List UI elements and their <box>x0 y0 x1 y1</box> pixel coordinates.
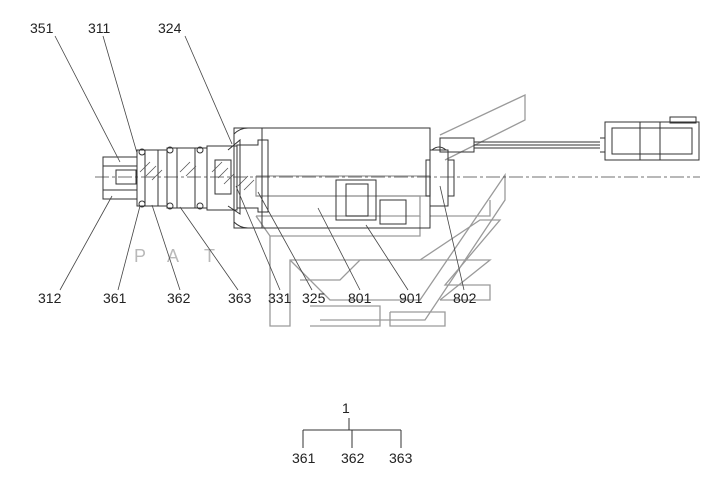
label-312: 312 <box>38 290 62 306</box>
label-331: 331 <box>268 290 292 306</box>
leader-lines <box>54 35 465 291</box>
watermark-text: P A T <box>134 246 217 266</box>
watermark-letter: T <box>204 246 217 266</box>
watermark-logo <box>255 93 526 327</box>
tree-root-label: 1 <box>342 400 350 416</box>
watermark-letter: P <box>134 246 148 266</box>
watermark-letter: A <box>167 246 181 266</box>
tree-child-label: 362 <box>341 450 365 466</box>
tree-child-label: 361 <box>292 450 316 466</box>
label-311: 311 <box>88 20 111 36</box>
label-361: 361 <box>103 290 127 306</box>
label-324: 324 <box>158 20 182 36</box>
label-363: 363 <box>228 290 252 306</box>
component-tree: 1 361 362 363 <box>292 400 413 466</box>
label-351: 351 <box>30 20 54 36</box>
label-802: 802 <box>453 290 477 306</box>
label-325: 325 <box>302 290 326 306</box>
valve-assembly <box>95 116 700 229</box>
reference-labels: 351 311 324 312 361 362 363 331 325 801 … <box>30 20 477 306</box>
label-362: 362 <box>167 290 191 306</box>
tree-child-label: 363 <box>389 450 413 466</box>
label-901: 901 <box>399 290 423 306</box>
label-801: 801 <box>348 290 372 306</box>
